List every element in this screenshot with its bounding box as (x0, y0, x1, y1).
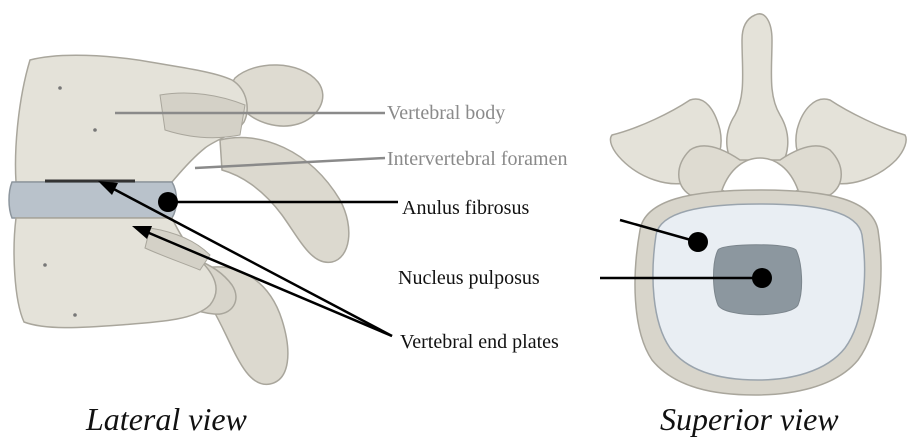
lateral-view-illustration (9, 55, 349, 384)
vertebral-body-label: Vertebral body (387, 102, 505, 124)
bone-pore (43, 263, 47, 267)
bone-pore (93, 128, 97, 132)
superior-view-illustration (610, 14, 906, 395)
nucleus-pulposus-label: Nucleus pulposus (398, 267, 540, 289)
superior-spinous-process (727, 14, 788, 170)
anulus-fibrosus-label: Anulus fibrosus (402, 197, 529, 219)
upper-spinous-process (220, 138, 349, 263)
lateral-disc (9, 182, 177, 218)
nucleus-pulposus-dot (752, 268, 772, 288)
lower-vertebral-body (14, 218, 216, 328)
anulus-fibrosus-superior-dot (688, 232, 708, 252)
intervertebral-foramen-label: Intervertebral foramen (387, 148, 567, 170)
bone-pore (73, 313, 77, 317)
bone-pore (58, 86, 62, 90)
superior-view-caption: Superior view (660, 401, 839, 437)
vertebral-end-plates-label: Vertebral end plates (400, 331, 559, 353)
lateral-view-caption: Lateral view (85, 401, 248, 437)
anulus-fibrosus-lateral-dot (158, 192, 178, 212)
